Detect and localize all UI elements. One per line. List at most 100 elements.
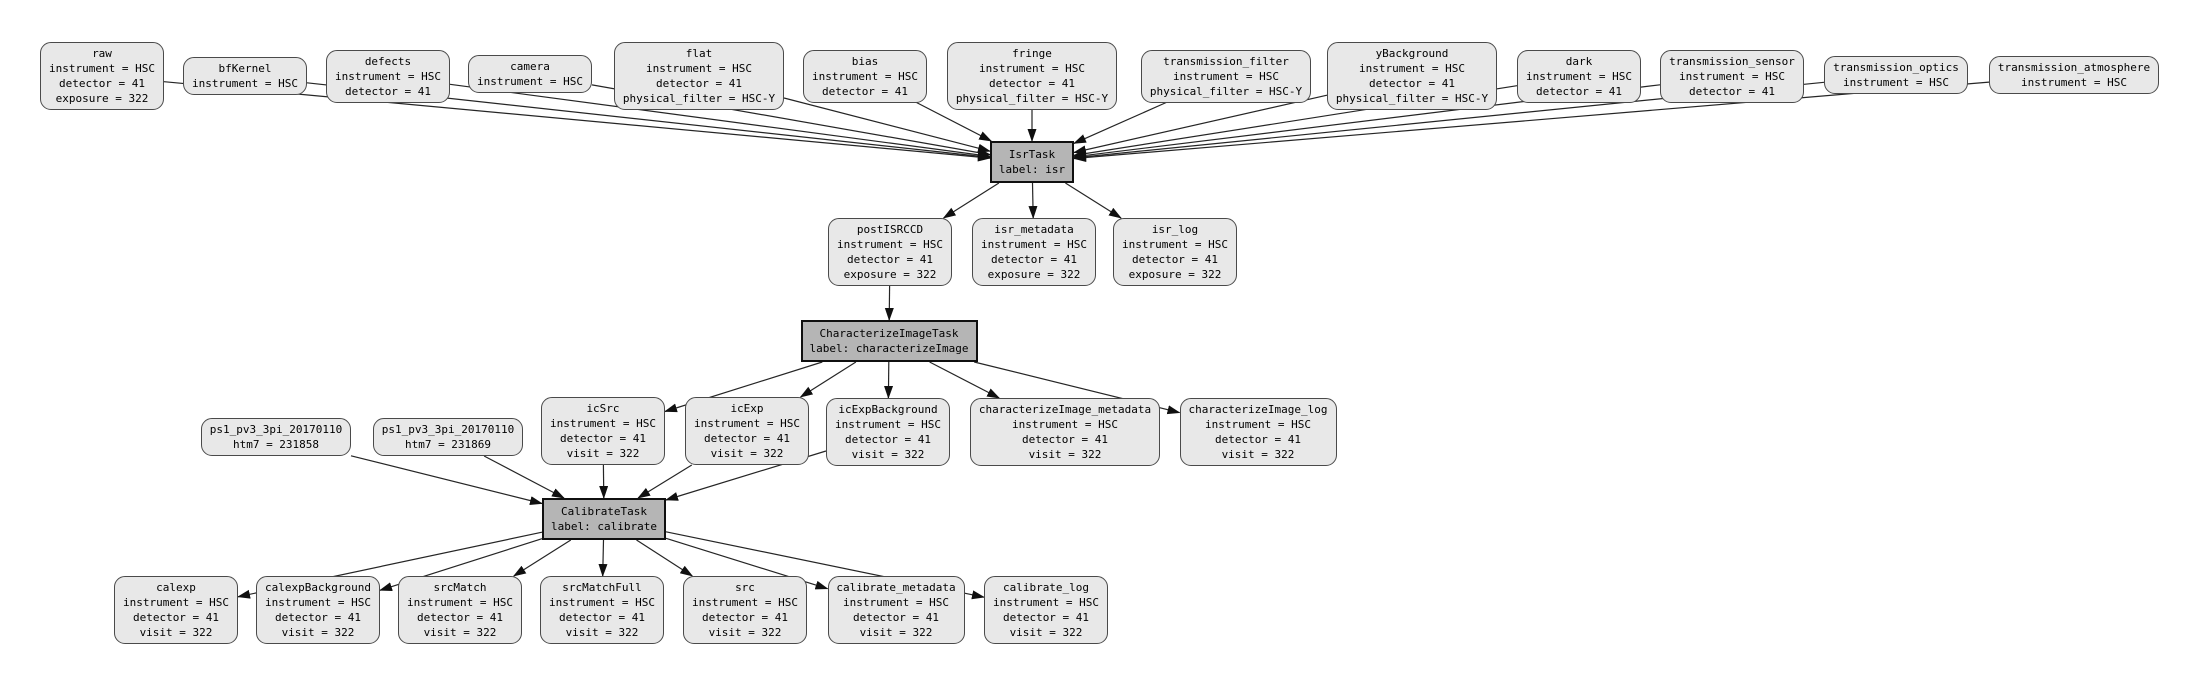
node-title: characterizeImage_metadata bbox=[978, 403, 1152, 416]
node-attr: instrument = HSC bbox=[1205, 418, 1311, 431]
edge-characterizeImage_task-characterizeImage_metadata bbox=[929, 361, 1001, 399]
edge-defects-isr_task bbox=[449, 83, 991, 160]
node-title: srcMatch bbox=[433, 581, 487, 594]
node-title: raw bbox=[92, 47, 112, 60]
node-title: IsrTask bbox=[1008, 148, 1056, 161]
node-title: CharacterizeImageTask bbox=[819, 327, 959, 340]
node-title: srcMatchFull bbox=[562, 581, 642, 594]
node-attr: visit = 322 bbox=[281, 626, 355, 639]
node-title: CalibrateTask bbox=[560, 505, 648, 518]
node-title: transmission_atmosphere bbox=[1997, 61, 2151, 74]
node-attr: visit = 322 bbox=[566, 447, 640, 460]
node-attr: instrument = HSC bbox=[981, 238, 1087, 251]
node-attr: htm7 = 231858 bbox=[232, 438, 320, 451]
edge-isr_task-isr_log bbox=[1065, 182, 1122, 219]
node-title: ps1_pv3_3pi_20170110 bbox=[381, 423, 515, 436]
node-attr: detector = 41 bbox=[1368, 77, 1456, 90]
node-attr: instrument = HSC bbox=[692, 596, 798, 609]
node-attr: instrument = HSC bbox=[1012, 418, 1118, 431]
node-attr: detector = 41 bbox=[558, 611, 646, 624]
node-attr: detector = 41 bbox=[1002, 611, 1090, 624]
node-title: bias bbox=[851, 54, 879, 68]
node-attr: htm7 = 231869 bbox=[404, 438, 492, 451]
node-title: defects bbox=[364, 54, 412, 68]
node-title: postISRCCD bbox=[856, 223, 924, 236]
node-attr: detector = 41 bbox=[58, 77, 146, 90]
node-attr: detector = 41 bbox=[559, 432, 647, 445]
node-attr: instrument = HSC bbox=[549, 596, 655, 609]
node-attr: detector = 41 bbox=[416, 611, 504, 624]
node-attr: instrument = HSC bbox=[123, 596, 229, 609]
node-title: calexpBackground bbox=[265, 581, 371, 594]
node-attr: instrument = HSC bbox=[477, 75, 583, 88]
node-attr: instrument = HSC bbox=[812, 69, 918, 83]
node-attr: label: isr bbox=[998, 163, 1066, 176]
node-attr: detector = 41 bbox=[344, 84, 432, 98]
node-title: icExpBackground bbox=[838, 403, 938, 416]
node-attr: visit = 322 bbox=[851, 448, 925, 461]
node-attr: visit = 322 bbox=[1028, 448, 1102, 461]
edge-calibrate_task-srcMatchFull bbox=[598, 539, 608, 577]
node-srcMatchFull: srcMatchFull instrument = HSC detector = 4… bbox=[540, 576, 664, 644]
node-attr: physical_filter = HSC-Y bbox=[622, 92, 776, 105]
node-title: camera bbox=[510, 60, 550, 73]
node-attr: physical_filter = HSC-Y bbox=[1335, 92, 1489, 105]
node-title: dark bbox=[1565, 54, 1593, 68]
node-title: characterizeImage_log bbox=[1188, 403, 1328, 416]
edge-icExp-calibrate_task bbox=[637, 464, 693, 499]
node-attr: instrument = HSC bbox=[1843, 76, 1949, 89]
node-attr: detector = 41 bbox=[1021, 433, 1109, 446]
node-attr: visit = 322 bbox=[708, 626, 782, 639]
node-camera: camera instrument = HSC bbox=[468, 55, 592, 93]
node-attr: instrument = HSC bbox=[407, 596, 513, 609]
node-title: bfKernel bbox=[218, 62, 272, 75]
node-attr: instrument = HSC bbox=[694, 417, 800, 430]
node-title: icExp bbox=[730, 402, 764, 415]
node-attr: visit = 322 bbox=[710, 447, 784, 460]
node-attr: exposure = 322 bbox=[987, 268, 1081, 281]
node-attr: instrument = HSC bbox=[1679, 69, 1785, 83]
node-attr: visit = 322 bbox=[565, 626, 639, 639]
node-attr: instrument = HSC bbox=[979, 62, 1085, 75]
node-attr: instrument = HSC bbox=[646, 62, 752, 75]
node-attr: instrument = HSC bbox=[1526, 69, 1632, 83]
node-attr: exposure = 322 bbox=[843, 268, 937, 281]
edge-calibrate_task-src bbox=[636, 539, 694, 577]
node-characterizeImage_metadata: characterizeImage_metadata instrument = H… bbox=[970, 398, 1160, 466]
node-ref_cat_2: ps1_pv3_3pi_20170110 htm7 = 231869 bbox=[373, 418, 523, 456]
node-attr: instrument = HSC bbox=[1173, 69, 1279, 83]
node-attr: instrument = HSC bbox=[835, 418, 941, 431]
node-attr: detector = 41 bbox=[701, 611, 789, 624]
edge-transmission_filter-isr_task bbox=[1073, 101, 1167, 144]
edge-ref_cat_1-calibrate_task bbox=[350, 455, 543, 505]
node-attr: instrument = HSC bbox=[993, 596, 1099, 609]
node-attr: visit = 322 bbox=[139, 626, 213, 639]
node-title: fringe bbox=[1012, 47, 1052, 60]
node-attr: detector = 41 bbox=[1535, 84, 1623, 98]
node-attr: physical_filter = HSC-Y bbox=[1149, 84, 1303, 98]
node-attr: detector = 41 bbox=[132, 611, 220, 624]
node-title: transmission_filter bbox=[1163, 54, 1289, 68]
node-isr_task: IsrTask label: isr bbox=[990, 141, 1074, 183]
node-attr: exposure = 322 bbox=[1128, 268, 1222, 281]
node-title: transmission_sensor bbox=[1669, 54, 1795, 68]
node-attr: instrument = HSC bbox=[49, 62, 155, 75]
